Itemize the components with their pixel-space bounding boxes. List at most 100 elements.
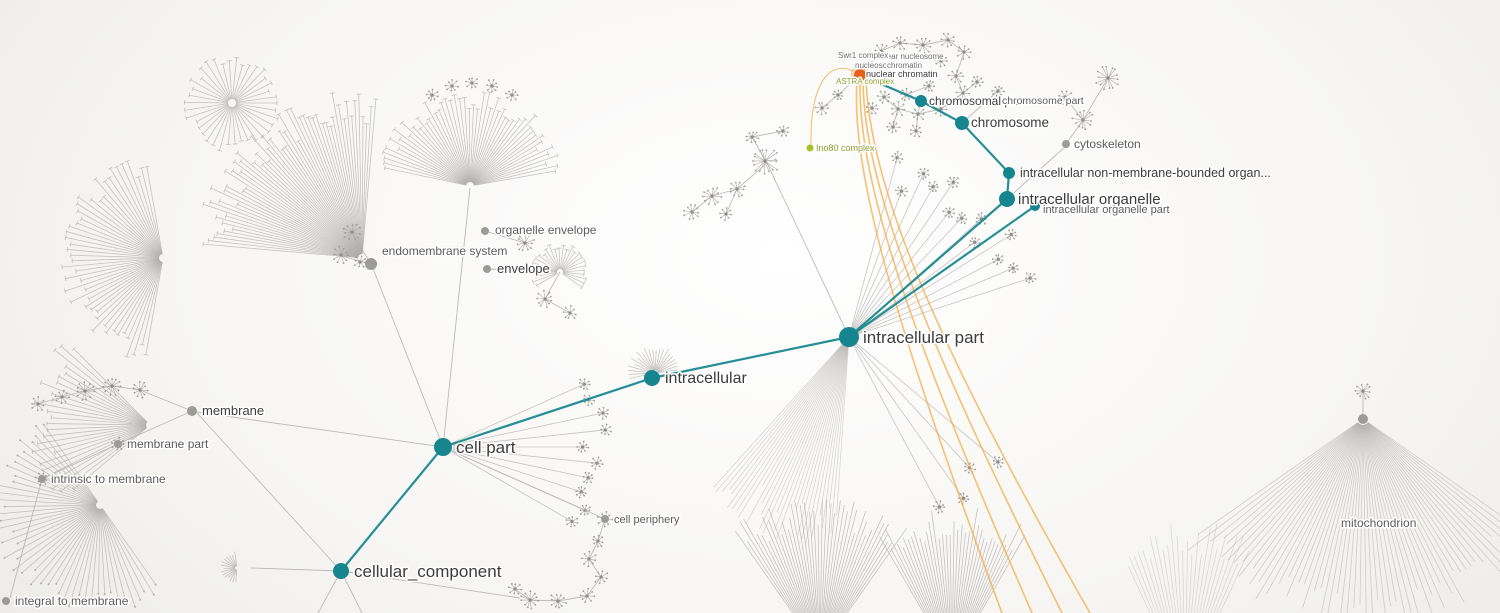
node-membrane_part[interactable] (114, 440, 122, 448)
selected-term-relation-edge (862, 80, 1063, 613)
label-nucleosome[interactable]: nucleosome (854, 60, 901, 72)
radial-fan (0, 423, 157, 608)
node-ino80_complex[interactable] (806, 144, 814, 152)
term-flower (1071, 109, 1094, 131)
label-chromatin[interactable]: chromatin (886, 60, 924, 72)
graph-edge (340, 570, 521, 599)
selected-term-relation-edge (865, 79, 1091, 613)
node-intracellular_nmb_organelle[interactable] (1003, 167, 1015, 179)
label-intracellular_nmb_organelle[interactable]: intracellular non-membrane-bounded organ… (1019, 165, 1273, 182)
term-flower (597, 406, 609, 420)
label-chromosomal_part[interactable]: chromosomal part (928, 93, 1028, 110)
term-flower (971, 75, 984, 88)
term-flower (911, 105, 925, 121)
term-flower (701, 187, 723, 206)
term-flower (1095, 65, 1119, 91)
graph-edge (371, 265, 444, 448)
label-mitochondrion[interactable]: mitochondrion (1340, 515, 1418, 532)
node-cellular_component[interactable] (333, 563, 349, 579)
label-swr1_complex[interactable]: Swr1 complex (837, 50, 890, 62)
label-cellular_component[interactable]: cellular_component (353, 561, 504, 583)
label-cell_part[interactable]: cell part (455, 437, 518, 459)
graph-edge (955, 75, 964, 94)
label-membrane[interactable]: membrane (201, 402, 266, 420)
node-selected_term[interactable] (854, 69, 866, 81)
node-cell_periphery[interactable] (601, 515, 609, 523)
term-flower (516, 233, 536, 252)
node-astra_dot[interactable] (840, 79, 846, 85)
graph-edge (442, 446, 606, 520)
term-flower (132, 381, 149, 399)
node-cytoskeleton[interactable] (1062, 140, 1070, 148)
node-mitochondrion_apex[interactable] (1358, 414, 1368, 424)
node-intrinsic_to_membrane[interactable] (38, 475, 46, 483)
term-nodes[interactable] (2, 65, 1368, 606)
label-cell_periphery[interactable]: cell periphery (613, 513, 682, 528)
label-intrinsic_to_membrane[interactable]: intrinsic to membrane (50, 471, 168, 488)
label-membrane_part[interactable]: membrane part (126, 436, 211, 453)
label-intracellular_part[interactable]: intracellular part (862, 327, 986, 349)
radial-fan (852, 341, 1004, 514)
label-endomembrane_system[interactable]: endomembrane system (381, 243, 509, 260)
label-intracellular_organelle[interactable]: intracellular organelle (1017, 190, 1163, 210)
node-organelle_envelope[interactable] (481, 227, 489, 235)
graph-edge (486, 268, 558, 272)
node-intracellular_organelle[interactable] (999, 191, 1015, 207)
term-flower (1058, 90, 1073, 105)
term-flower (955, 85, 971, 102)
label-nuclear_chromatin[interactable]: nuclear chromatin (865, 68, 940, 81)
term-flower (102, 378, 122, 397)
label-astra_complex[interactable]: ASTRA complex (835, 76, 896, 88)
term-flower (955, 211, 968, 225)
node-integral_to_membrane[interactable] (2, 597, 10, 605)
term-flower (886, 120, 901, 134)
term-flower (600, 423, 612, 436)
term-flower (342, 223, 361, 241)
label-envelope[interactable]: envelope (496, 260, 552, 278)
label-integral_to_membrane[interactable]: integral to membrane (14, 593, 131, 610)
node-chromosomal_part[interactable] (915, 95, 927, 107)
term-flower (891, 150, 904, 164)
term-flower (934, 55, 948, 68)
node-cell_part[interactable] (434, 438, 452, 456)
term-flower (947, 69, 965, 84)
label-chromosome[interactable]: chromosome (970, 114, 1051, 132)
graph-edge (544, 298, 571, 314)
node-endomembrane_system[interactable] (365, 258, 377, 270)
node-intracellular_part[interactable] (839, 327, 859, 347)
graph-edge (751, 130, 784, 138)
term-flower (579, 587, 596, 604)
radial-fan (381, 91, 559, 186)
label-nuclear_nucleosome[interactable]: nuclear nucleosome (871, 51, 946, 63)
graph-edge (1082, 77, 1109, 121)
term-flower (874, 43, 888, 59)
term-labels[interactable]: cellular_component cell part intracellular… (14, 50, 1418, 610)
node-membrane[interactable] (187, 406, 197, 416)
term-flower (353, 255, 367, 268)
term-flower (1354, 383, 1371, 400)
label-cytoskeleton[interactable]: cytoskeleton (1073, 136, 1143, 153)
term-flower (486, 79, 499, 93)
term-flower (991, 254, 1004, 266)
node-envelope[interactable] (483, 265, 491, 273)
term-flower (928, 180, 939, 193)
label-intracellular_organelle_part[interactable]: intracellular organelle part (1042, 203, 1172, 218)
term-flower (465, 77, 478, 89)
term-flower (582, 471, 594, 484)
label-chromosome_part[interactable]: chromosome part (1001, 94, 1086, 109)
label-organelle_envelope[interactable]: organelle envelope (494, 222, 599, 239)
label-ino80_complex[interactable]: Ino80 complex (815, 142, 877, 155)
term-flower (992, 456, 1004, 469)
node-intracellular[interactable] (644, 370, 660, 386)
node-chromosome[interactable] (955, 116, 969, 130)
graph-edge (955, 51, 965, 77)
label-intracellular[interactable]: intracellular (664, 369, 749, 389)
radial-fan (1187, 422, 1500, 613)
term-flower (940, 32, 955, 48)
term-flower (933, 101, 948, 117)
node-intracellular_organelle_part[interactable] (1030, 201, 1040, 211)
graph-edge (514, 588, 531, 601)
leaf-term-clusters (31, 32, 1371, 610)
